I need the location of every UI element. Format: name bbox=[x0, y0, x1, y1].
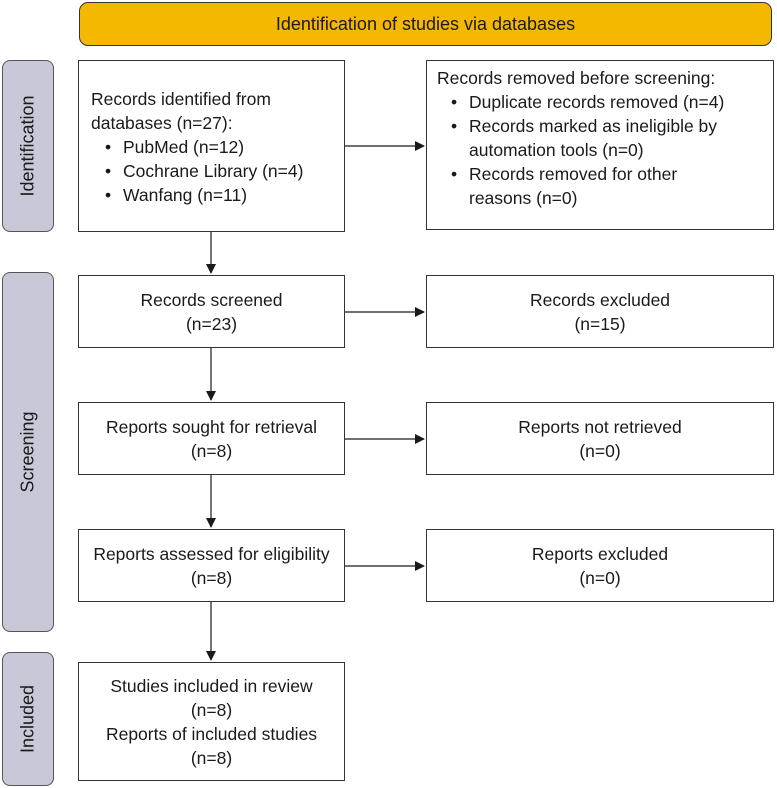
studies-included-label: Studies included in review bbox=[110, 675, 313, 696]
reports-sought-label: Reports sought for retrieval bbox=[105, 416, 318, 437]
records-identified-box: Records identified from databases (n=27)… bbox=[78, 60, 345, 232]
removed-item-ineligible-line2: automation tools (n=0) bbox=[469, 140, 644, 160]
reports-assessed-label: Reports assessed for eligibility bbox=[93, 543, 330, 564]
reports-included-count: (n=8) bbox=[190, 747, 233, 768]
records-screened-label: Records screened bbox=[140, 289, 283, 310]
reports-not-retrieved-count: (n=0) bbox=[579, 440, 621, 461]
studies-included-box: Studies included in review (n=8) Reports… bbox=[78, 662, 345, 781]
section-header-title: Identification of studies via databases bbox=[275, 13, 576, 34]
removed-item-ineligible-line1: Records marked as ineligible by bbox=[469, 116, 718, 136]
records-removed-title: Records removed before screening: bbox=[437, 68, 716, 88]
records-identified-line1: Records identified from bbox=[91, 89, 271, 109]
reports-excluded-count: (n=0) bbox=[579, 567, 621, 588]
database-item-pubmed: PubMed (n=12) bbox=[105, 135, 334, 159]
section-header: Identification of studies via databases bbox=[79, 2, 772, 46]
reports-excluded-label: Reports excluded bbox=[531, 543, 669, 564]
records-screened-box: Records screened (n=23) bbox=[78, 275, 345, 348]
records-excluded-box: Records excluded (n=15) bbox=[426, 275, 774, 348]
records-excluded-label: Records excluded bbox=[529, 289, 671, 310]
reports-sought-box: Reports sought for retrieval (n=8) bbox=[78, 402, 345, 475]
reports-assessed-count: (n=8) bbox=[190, 567, 233, 588]
reports-excluded-box: Reports excluded (n=0) bbox=[426, 529, 774, 602]
database-item-cochrane: Cochrane Library (n=4) bbox=[105, 159, 334, 183]
removed-item-other: • Records removed for other reasons (n=0… bbox=[451, 162, 765, 210]
reports-sought-count: (n=8) bbox=[190, 440, 233, 461]
phase-included: Included bbox=[2, 652, 54, 786]
database-item-wanfang: Wanfang (n=11) bbox=[105, 183, 334, 207]
records-excluded-count: (n=15) bbox=[574, 313, 626, 334]
reports-included-label: Reports of included studies bbox=[105, 723, 318, 744]
removed-item-ineligible: • Records marked as ineligible by automa… bbox=[451, 114, 765, 162]
removed-item-duplicates: • Duplicate records removed (n=4) bbox=[451, 90, 765, 114]
removed-item-other-line2: reasons (n=0) bbox=[469, 188, 578, 208]
reports-not-retrieved-box: Reports not retrieved (n=0) bbox=[426, 402, 774, 475]
database-list: PubMed (n=12) Cochrane Library (n=4) Wan… bbox=[91, 135, 334, 207]
records-removed-box: Records removed before screening: • Dupl… bbox=[426, 60, 774, 230]
removed-item-duplicates-text: Duplicate records removed (n=4) bbox=[469, 92, 725, 112]
studies-included-count: (n=8) bbox=[190, 699, 233, 720]
records-screened-count: (n=23) bbox=[185, 313, 238, 334]
phase-screening: Screening bbox=[2, 272, 54, 632]
records-identified-line2: databases (n=27): bbox=[91, 113, 233, 133]
removed-item-other-line1: Records removed for other bbox=[469, 164, 678, 184]
reports-not-retrieved-label: Reports not retrieved bbox=[518, 416, 682, 437]
phase-identification: Identification bbox=[2, 60, 54, 232]
reports-assessed-box: Reports assessed for eligibility (n=8) bbox=[78, 529, 345, 602]
removed-list: • Duplicate records removed (n=4) • Reco… bbox=[437, 90, 765, 210]
